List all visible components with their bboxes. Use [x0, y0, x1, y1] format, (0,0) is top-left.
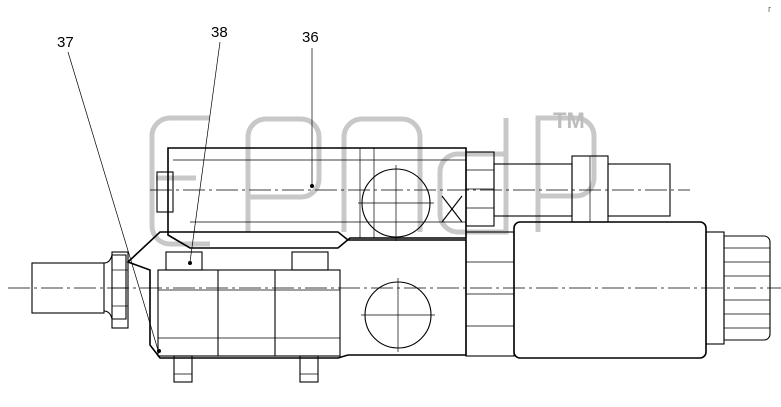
- solenoid: [513, 221, 771, 359]
- left-fitting: [31, 251, 129, 329]
- corner-mark: г: [768, 4, 772, 14]
- upper-cylinder: [493, 155, 671, 223]
- leader-38-dot: [188, 261, 192, 265]
- leader-36-dot: [310, 184, 314, 188]
- leader-37: [67, 51, 159, 351]
- callout-38: 38: [211, 24, 228, 41]
- callout-36: 36: [302, 29, 319, 46]
- leader-37-dot: [157, 349, 161, 353]
- leader-38: [189, 41, 221, 263]
- lower-body: [126, 231, 467, 383]
- lower-port: [361, 278, 435, 352]
- watermark-logo: TM: [149, 108, 597, 247]
- watermark-tm: TM: [553, 108, 585, 133]
- callout-37: 37: [57, 34, 74, 51]
